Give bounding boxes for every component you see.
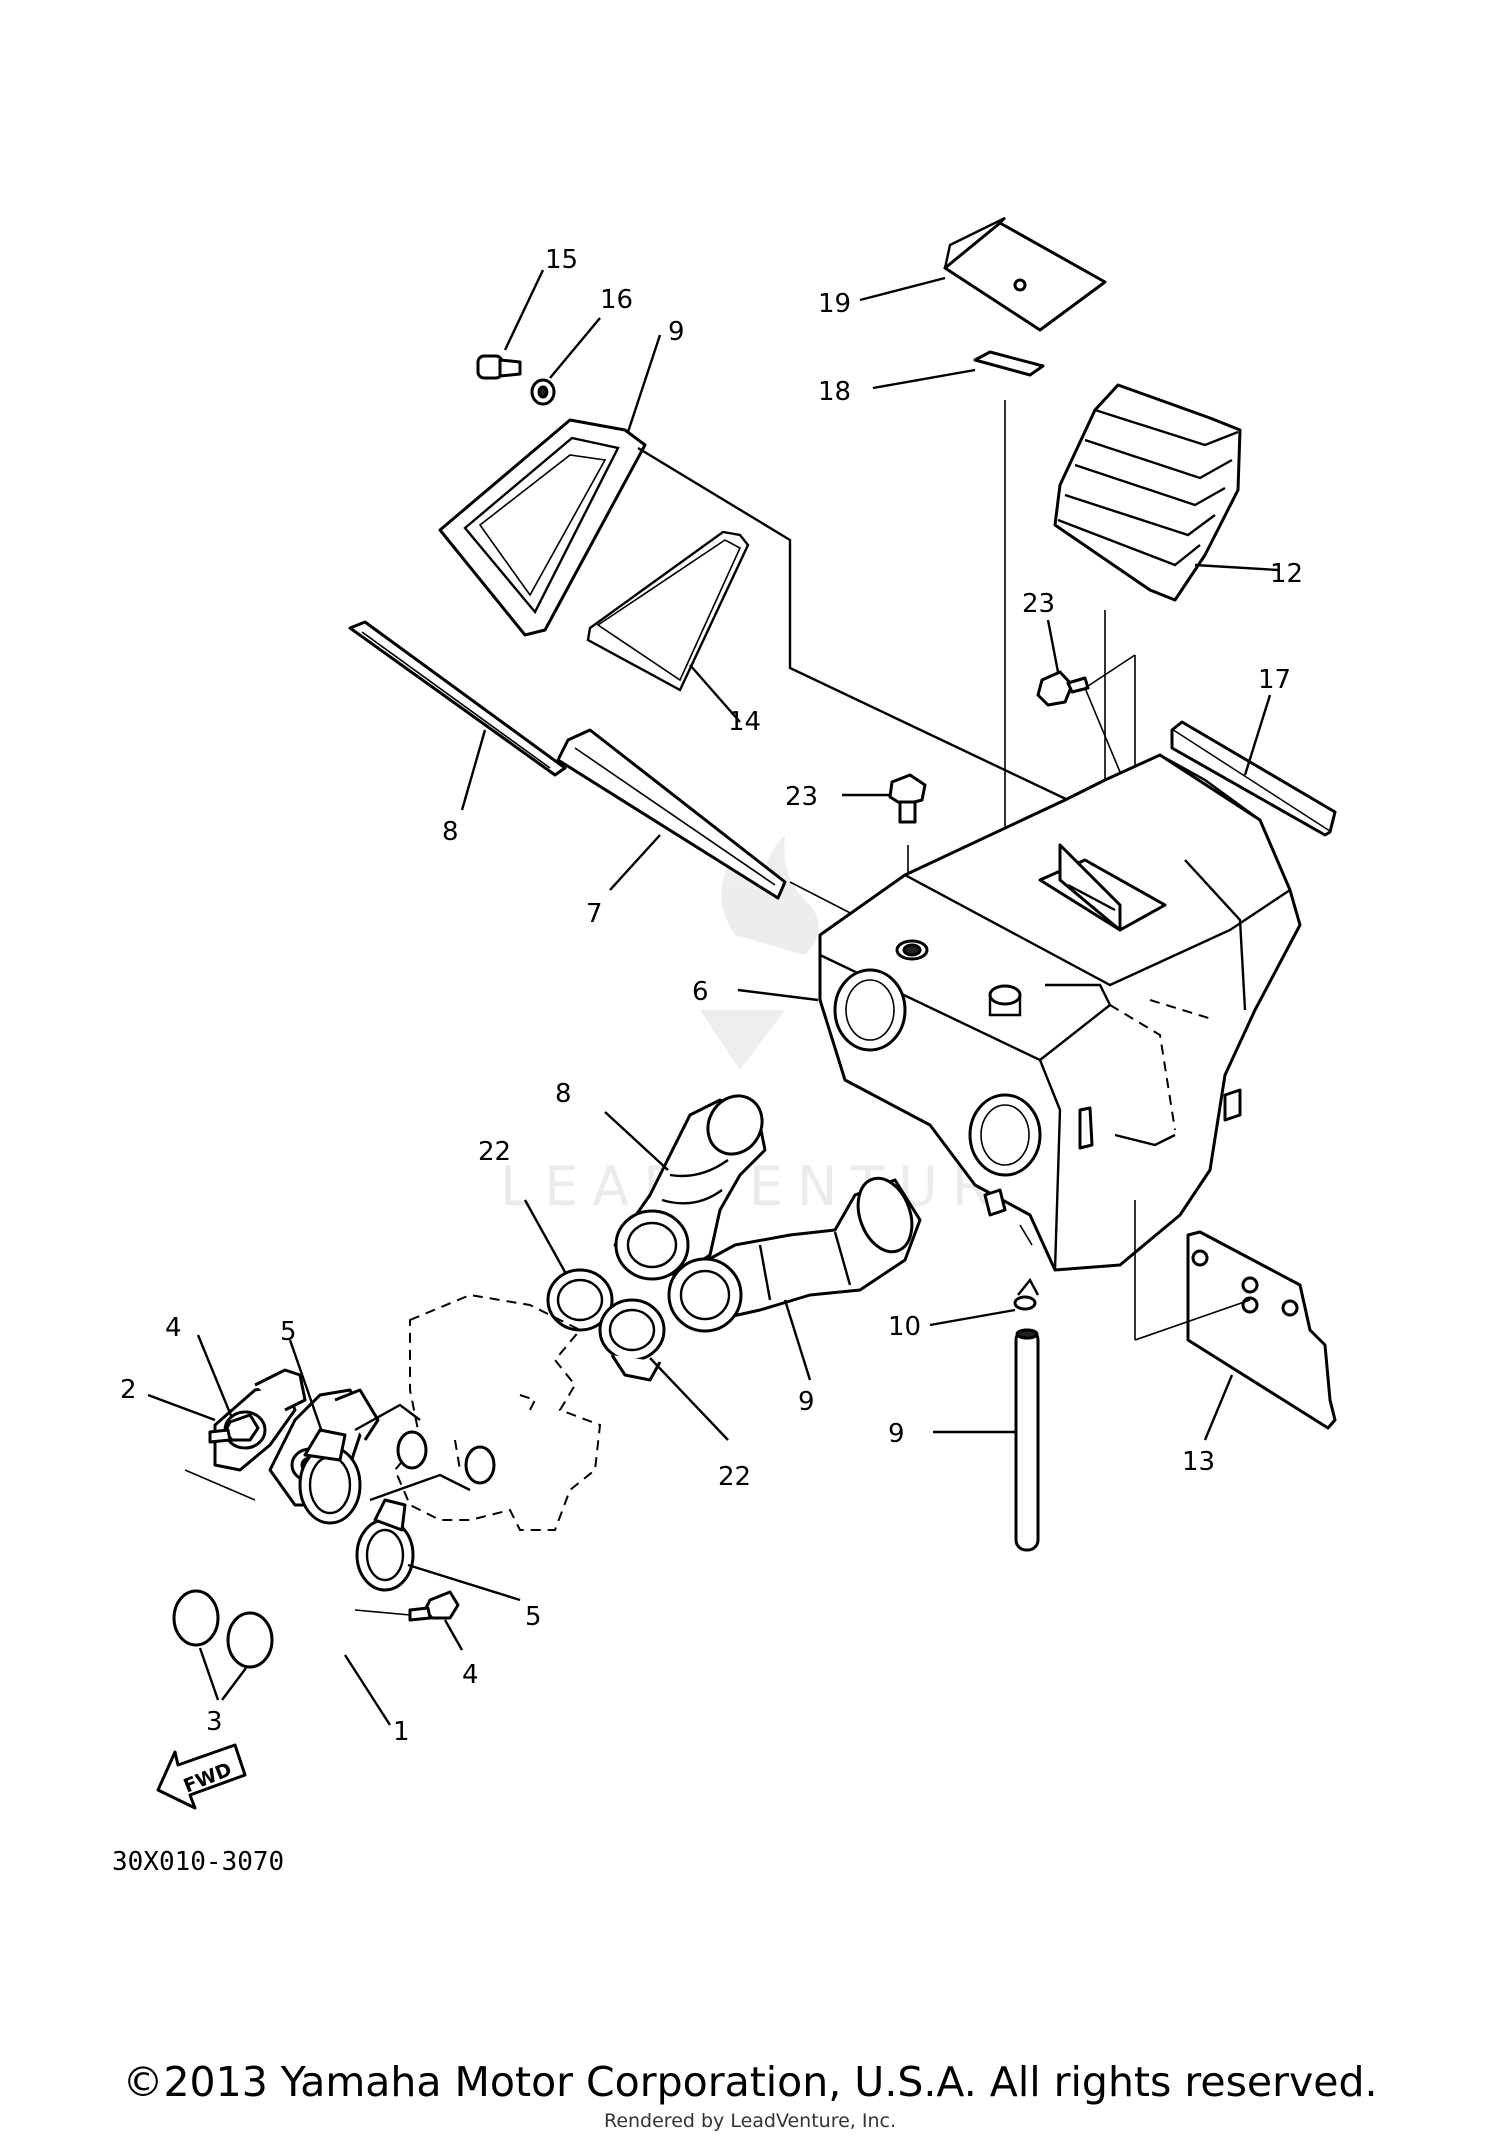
callout-22-upper: 22	[478, 1137, 511, 1167]
callout-4-lower: 4	[462, 1660, 479, 1690]
callout-9: 9	[798, 1387, 815, 1417]
part-3-o-rings	[172, 1589, 274, 1701]
callout-21: 19	[818, 289, 851, 319]
reference-code: 30X010-3070	[112, 1847, 284, 1877]
part-19-foam-strip	[1170, 694, 1337, 837]
part-14-intake-duct	[1053, 383, 1279, 870]
part-9-joint	[667, 1176, 922, 1381]
callout-16: 14	[728, 707, 761, 737]
watermark-text: LEADVENTURE	[500, 1155, 1051, 1218]
engine-outline	[393, 1293, 602, 1531]
part-5-clamp-left	[288, 1339, 362, 1525]
part-13-clip	[929, 1277, 1040, 1327]
part-6-air-filter-case	[737, 753, 1302, 1340]
callout-3: 3	[206, 1707, 223, 1737]
fwd-arrow: FWD	[156, 1743, 247, 1810]
callout-17: 15	[545, 245, 578, 275]
callout-11: 9	[668, 317, 685, 347]
callout-8: 8	[442, 817, 459, 847]
part-18-washer	[530, 317, 601, 406]
callout-13: 10	[888, 1312, 921, 1342]
callout-23-lower: 23	[785, 782, 818, 812]
part-4-screw-upper	[184, 1334, 260, 1501]
part-4-screw-lower	[354, 1590, 464, 1651]
callout-20: 18	[818, 377, 851, 407]
callout-12: 9	[888, 1419, 905, 1449]
part-17-screw	[476, 269, 545, 380]
callout-5-left: 5	[280, 1317, 297, 1347]
callout-10: 8	[555, 1079, 572, 1109]
part-7-element-foam	[556, 728, 861, 919]
part-5-clamp-right	[355, 1498, 521, 1602]
part-15-plate	[1134, 1230, 1337, 1441]
part-11-filter-case	[438, 334, 1069, 802]
callout-6: 6	[692, 977, 709, 1007]
callout-14: 12	[1270, 559, 1303, 589]
watermark: LEADVENTURE	[500, 835, 1051, 1218]
callout-1: 1	[393, 1717, 410, 1747]
part-10-joint	[604, 1094, 767, 1281]
carb-joint-throats	[354, 1403, 496, 1502]
callout-4-upper: 4	[165, 1313, 182, 1343]
callout-15: 13	[1182, 1447, 1215, 1477]
copyright-notice: ©2013 Yamaha Motor Corporation, U.S.A. A…	[122, 2058, 1378, 2106]
part-22-clamp-upper	[523, 1199, 614, 1346]
callout-7: 7	[586, 899, 603, 929]
callout-5-right: 5	[525, 1602, 542, 1632]
part-23-bolt-upper	[1036, 619, 1141, 821]
callout-2: 2	[120, 1375, 137, 1405]
part-12-hose	[933, 1328, 1040, 1552]
part-21-cover-plate	[859, 216, 1107, 332]
rendered-by-credit: Rendered by LeadVenture, Inc.	[603, 2110, 897, 2132]
part-8-element	[348, 620, 567, 811]
callout-19: 17	[1258, 665, 1291, 695]
callout-23-upper: 23	[1022, 589, 1055, 619]
callout-22-lower: 22	[718, 1462, 751, 1492]
callout-18: 16	[600, 285, 633, 315]
part-16-seal	[586, 530, 750, 723]
part-22-clamp-lower	[598, 1298, 729, 1441]
